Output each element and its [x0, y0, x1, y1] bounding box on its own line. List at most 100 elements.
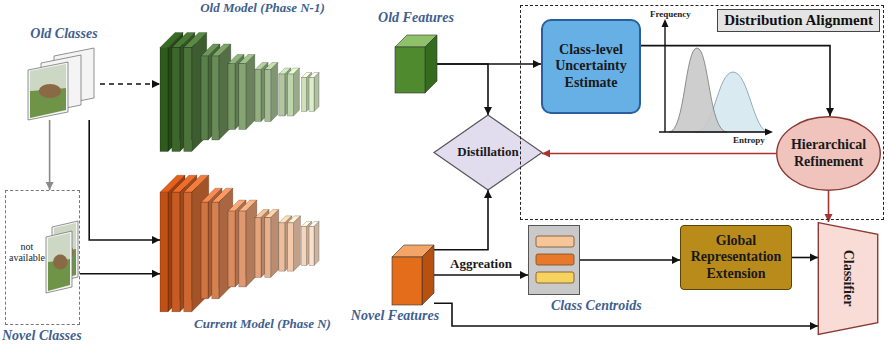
- connector-line: [89, 120, 160, 240]
- layer-front: [201, 202, 208, 299]
- node-heading: Class Centroids: [551, 298, 661, 313]
- axis-label: Frequency: [650, 9, 691, 19]
- x-axis: [659, 131, 767, 132]
- trapezoid-outline: [818, 223, 877, 335]
- ellipse-outline: [777, 117, 881, 191]
- layer-front: [279, 223, 285, 271]
- arrowhead: [810, 322, 818, 330]
- text-holder: Distillation: [434, 115, 542, 190]
- cube-front: [392, 257, 422, 305]
- layer-front: [184, 48, 192, 152]
- connector-line: [542, 153, 776, 155]
- layer-side: [246, 55, 255, 130]
- node-label: Hierarchical Refinement: [784, 137, 873, 169]
- connector: [80, 270, 160, 278]
- connector: [434, 190, 492, 250]
- connector-line: [49, 120, 51, 190]
- connector: [825, 191, 833, 222]
- layer-front: [309, 226, 314, 265]
- y-axis: [664, 25, 665, 132]
- layer-front: [172, 192, 180, 312]
- arrowhead: [825, 214, 833, 222]
- layer-front: [160, 192, 168, 312]
- arrowhead: [520, 271, 528, 279]
- layer-front: [279, 74, 285, 116]
- text-holder: Hierarchical Refinement: [776, 116, 881, 191]
- layer-front: [239, 64, 246, 130]
- node-heading: Current Model (Phase N): [190, 317, 335, 331]
- connector: [434, 271, 528, 279]
- novel-features-cube-shape: [392, 245, 434, 305]
- layer-front: [239, 211, 246, 287]
- image-sheet: [46, 231, 72, 293]
- centroid-bar: [536, 236, 574, 247]
- y-axis-head: [662, 19, 669, 27]
- centroid-bar: [536, 254, 574, 265]
- text-holder: Global Representation Extension: [681, 226, 791, 289]
- layer-front: [184, 192, 192, 312]
- layer-front: [301, 78, 306, 112]
- node-heading: Novel Classes: [2, 328, 112, 343]
- layer-side: [314, 221, 319, 265]
- node-heading: Old Model (Phase N-1): [200, 1, 325, 15]
- layer-front: [265, 70, 271, 122]
- old-model-network: Old Model (Phase N-1): [160, 32, 325, 152]
- layer-front: [287, 223, 293, 271]
- connector: [89, 120, 160, 244]
- text-holder: Class-level Uncertainty Estimate: [543, 21, 639, 112]
- cube-front: [395, 47, 425, 93]
- novel-features-cube: Novel Features: [392, 245, 434, 305]
- node-heading: Novel Features: [345, 308, 445, 323]
- arrowhead: [484, 107, 492, 115]
- layer-front: [265, 218, 271, 278]
- node-label: Class-level Uncertainty Estimate: [550, 42, 632, 90]
- old-features-cube-shape: [395, 35, 437, 93]
- layer-front: [309, 78, 314, 112]
- node-label: Distillation: [457, 145, 518, 160]
- layer-front: [212, 56, 219, 140]
- x-axis-head: [765, 129, 773, 136]
- connector: [100, 80, 160, 88]
- connector-line: [80, 273, 160, 275]
- uncertainty-box: Class-level Uncertainty Estimate: [541, 19, 641, 114]
- edge-label: Aggreation: [448, 256, 514, 272]
- image-animal: [39, 84, 61, 98]
- arrowhead: [826, 108, 834, 116]
- connector: [46, 120, 54, 190]
- centroid-bar: [536, 272, 574, 283]
- diamond-outline: [434, 115, 542, 190]
- connector: [437, 64, 492, 115]
- connector-line: [437, 64, 488, 115]
- layer-front: [287, 74, 293, 116]
- connector: [580, 256, 680, 264]
- layer-front: [201, 56, 208, 140]
- alignment-region: Distribution AlignmentClass-level Uncert…: [520, 5, 884, 220]
- layer-front: [255, 218, 261, 278]
- node-heading: Old Classes: [6, 26, 122, 41]
- connector-line: [100, 83, 160, 85]
- cube-side: [425, 35, 437, 93]
- layer-side: [271, 210, 279, 278]
- image-animal: [53, 255, 68, 270]
- old-distribution: [669, 48, 727, 132]
- layer-side: [271, 63, 278, 122]
- extension-box: Global Representation Extension: [680, 225, 792, 290]
- layer-side: [293, 68, 299, 116]
- layer-side: [208, 44, 220, 140]
- connector-line: [580, 259, 680, 261]
- node-heading: Old Features: [365, 10, 467, 25]
- classifier-trapezoid: Classifier: [818, 222, 878, 335]
- region-title: Distribution Alignment: [717, 9, 880, 32]
- arrowhead: [533, 60, 541, 68]
- connector-line: [434, 274, 528, 276]
- distillation-diamond: Distillation: [434, 115, 542, 190]
- connector: [542, 150, 776, 158]
- connector-line: [434, 190, 488, 250]
- centroids-box-shape: [529, 226, 579, 294]
- layer-front: [172, 48, 180, 152]
- layer-side: [314, 73, 319, 112]
- arrowhead: [810, 254, 818, 262]
- layer-side: [293, 216, 300, 271]
- arrowhead: [152, 270, 160, 278]
- layer-front: [255, 70, 261, 122]
